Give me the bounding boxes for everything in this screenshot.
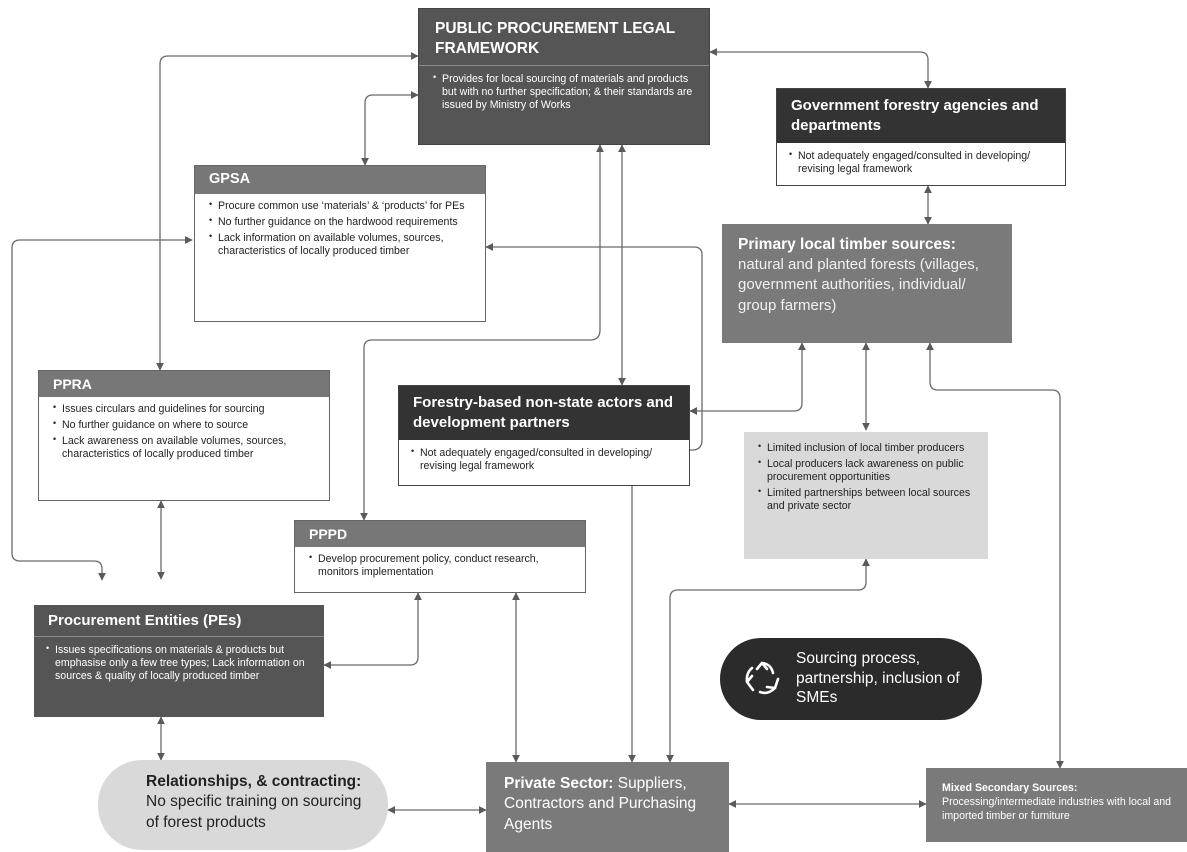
ppra-box: PPRA Issues circulars and guidelines for… <box>38 370 330 501</box>
recycle-icon <box>745 661 780 695</box>
gpsa-title: GPSA <box>195 166 485 194</box>
mixed-secondary-title: Mixed Secondary Sources: <box>942 782 1078 794</box>
primary-sources-box: Primary local timber sources: natural an… <box>722 224 1012 343</box>
ppra-point: Lack awareness on available volumes, sou… <box>53 434 321 461</box>
ppra-points: Issues circulars and guidelines for sour… <box>39 397 329 461</box>
ppra-title: PPRA <box>39 371 329 397</box>
primary-sources-subtitle: natural and planted forests (villages, g… <box>738 256 979 314</box>
pppd-points: Develop procurement policy, conduct rese… <box>295 547 585 579</box>
edge-limited-private <box>666 558 870 763</box>
legal-framework-box: PUBLIC PROCUREMENT LEGAL FRAMEWORK Provi… <box>418 8 710 145</box>
gpsa-box: GPSA Procure common use ‘materials’ & ‘p… <box>194 165 486 322</box>
gpsa-point: Procure common use ‘materials’ & ‘produc… <box>209 199 477 213</box>
edge-gpsa-pes <box>11 236 193 581</box>
limited-inclusion-box: Limited inclusion of local timber produc… <box>744 432 988 559</box>
private-sector-box: Private Sector: Suppliers, Contractors a… <box>486 762 729 852</box>
relationships-text: No specific training on sourcing of fore… <box>146 793 362 831</box>
mixed-secondary-text: Processing/intermediate industries with … <box>942 795 1172 822</box>
sourcing-pill: Sourcing process, partnership, inclusion… <box>720 638 982 720</box>
legal-framework-points: Provides for local sourcing of materials… <box>419 66 709 112</box>
edge-legal-gpsa <box>361 91 419 166</box>
gov-forestry-points: Not adequately engaged/consulted in deve… <box>777 143 1065 176</box>
pes-box: Procurement Entities (PEs) Issues specif… <box>34 605 324 717</box>
non-state-point: Not adequately engaged/consulted in deve… <box>411 446 679 473</box>
gov-forestry-title: Government forestry agencies and departm… <box>777 89 1065 143</box>
primary-sources-title: Primary local timber sources: <box>738 236 956 253</box>
pppd-title: PPPD <box>295 521 585 547</box>
gpsa-points: Procure common use ‘materials’ & ‘produc… <box>195 194 485 258</box>
legal-framework-title: PUBLIC PROCUREMENT LEGAL FRAMEWORK <box>419 9 709 67</box>
limited-inclusion-points: Limited inclusion of local timber produc… <box>758 441 978 513</box>
edge-legal-gov <box>709 48 932 89</box>
limited-inclusion-point: Local producers lack awareness on public… <box>758 457 978 484</box>
pes-point: Issues specifications on materials & pro… <box>46 643 316 683</box>
edge-primary-nonstate <box>689 342 806 415</box>
edge-primary-mixed <box>926 342 1064 769</box>
sourcing-text: Sourcing process, partnership, inclusion… <box>796 650 960 707</box>
gov-forestry-box: Government forestry agencies and departm… <box>776 88 1066 186</box>
ppra-point: No further guidance on where to source <box>53 418 321 432</box>
limited-inclusion-point: Limited inclusion of local timber produc… <box>758 441 978 455</box>
mixed-secondary-box: Mixed Secondary Sources: Processing/inte… <box>926 768 1187 842</box>
gpsa-point: Lack information on available volumes, s… <box>209 231 477 258</box>
non-state-title: Forestry-based non-state actors and deve… <box>399 386 689 440</box>
private-sector-text: Suppliers, Contractors and Purchasing Ag… <box>504 775 697 833</box>
pppd-point: Develop procurement policy, conduct rese… <box>309 552 577 579</box>
non-state-points: Not adequately engaged/consulted in deve… <box>399 440 689 473</box>
ppra-point: Issues circulars and guidelines for sour… <box>53 402 321 416</box>
relationships-bold: Relationships, & contracting: <box>146 773 362 790</box>
edge-pes-pppd <box>323 592 422 669</box>
pes-title: Procurement Entities (PEs) <box>34 605 324 637</box>
legal-framework-point: Provides for local sourcing of materials… <box>433 72 699 112</box>
relationships-box: Relationships, & contracting: No specifi… <box>98 760 388 850</box>
pes-points: Issues specifications on materials & pro… <box>34 637 324 683</box>
gpsa-point: No further guidance on the hardwood requ… <box>209 215 477 229</box>
gov-forestry-point: Not adequately engaged/consulted in deve… <box>789 149 1055 176</box>
private-sector-bold: Private Sector: <box>504 775 614 792</box>
limited-inclusion-point: Limited partnerships between local sourc… <box>758 486 978 513</box>
edge-legal-ppra <box>156 52 419 371</box>
non-state-box: Forestry-based non-state actors and deve… <box>398 385 690 486</box>
pppd-box: PPPD Develop procurement policy, conduct… <box>294 520 586 593</box>
